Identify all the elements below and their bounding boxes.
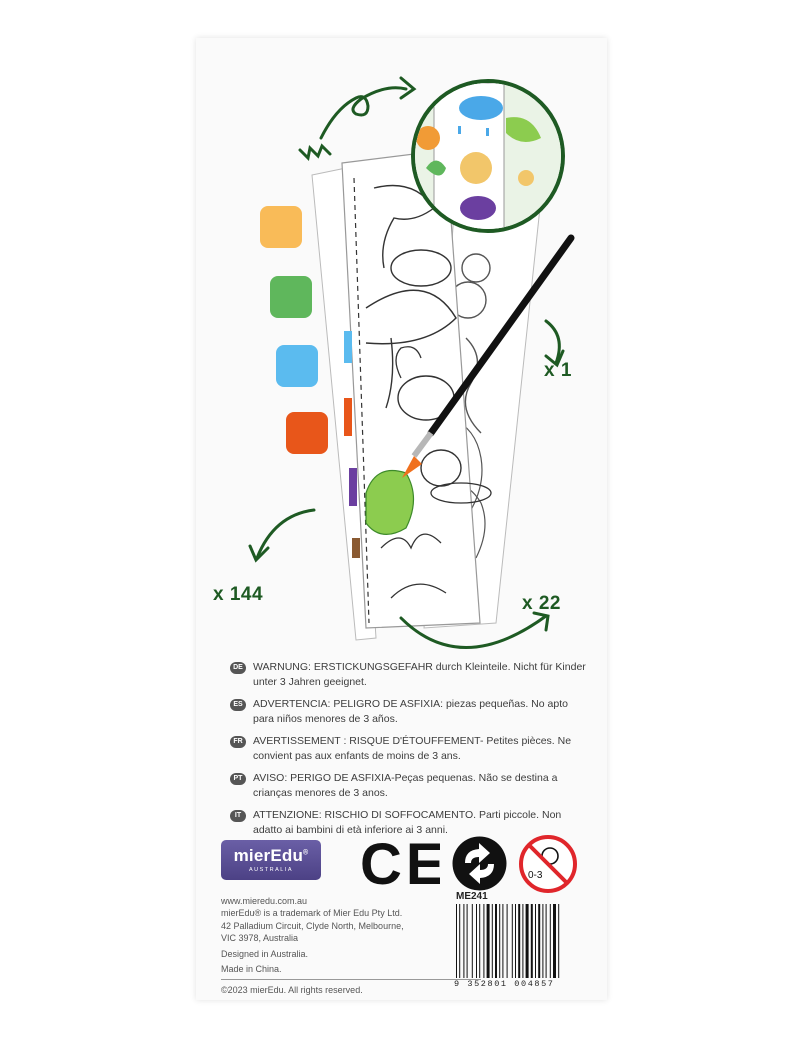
language-badge: PT xyxy=(230,773,246,785)
barcode-bar xyxy=(553,904,556,978)
paint-tab-orange xyxy=(344,398,352,436)
brush-count: x 1 xyxy=(544,360,572,381)
paint-tab-brown xyxy=(352,538,360,558)
paint-brush-icon xyxy=(402,234,575,478)
designed-text: Designed in Australia. xyxy=(221,949,309,960)
painted-leaf xyxy=(365,469,415,535)
made-in-text: Made in China. xyxy=(221,963,481,980)
address-line: 42 Palladium Circuit, Clyde North, Melbo… xyxy=(221,920,404,931)
warning-row: FR AVERTISSEMENT : RISQUE D'ÉTOUFFEMENT-… xyxy=(230,734,590,764)
warning-text: AVISO: PERIGO DE ASFIXIA-Peças pequenas.… xyxy=(253,772,558,799)
paint-swatch-green xyxy=(270,276,312,318)
barcode-bar xyxy=(538,904,541,978)
barcode-bar xyxy=(491,904,493,978)
barcode-bar xyxy=(466,904,468,978)
product-illustration xyxy=(248,76,575,649)
barcode-bar xyxy=(522,904,524,978)
barcode-bar xyxy=(511,904,513,978)
barcode-bar xyxy=(525,904,529,978)
paint-swatches xyxy=(260,206,328,454)
barcode-bar xyxy=(471,904,473,978)
barcode-bar xyxy=(515,904,516,978)
warning-row: PT AVISO: PERIGO DE ASFIXIA-Peças pequen… xyxy=(230,771,590,801)
barcode-bar xyxy=(483,904,485,978)
warning-text: ADVERTENCIA: PELIGRO DE ASFIXIA: piezas … xyxy=(253,698,568,725)
language-badge: IT xyxy=(230,810,246,822)
brand-logo: mierEdu® AUSTRALIA xyxy=(221,840,321,880)
magnified-detail-circle xyxy=(411,79,565,233)
arrow-head-icon xyxy=(248,544,270,563)
barcode-bar xyxy=(495,904,497,978)
barcode-bar xyxy=(518,904,521,978)
barcode-bar xyxy=(463,904,465,978)
package-back-card: x 1 x 144 x 22 xyxy=(196,38,607,1000)
warning-row: DE WARNUNG: ERSTICKUNGSGEFAHR durch Klei… xyxy=(230,660,590,690)
barcode-bar xyxy=(476,904,477,978)
svg-text:CE: CE xyxy=(360,836,440,890)
company-info: www.mieredu.com.au mierEdu® is a tradema… xyxy=(221,895,481,996)
warning-text: ATTENZIONE: RISCHIO DI SOFFOCAMENTO. Par… xyxy=(253,809,562,836)
logo-subtitle: AUSTRALIA xyxy=(248,867,294,873)
age-warning-icon: 0-3 xyxy=(519,835,577,893)
warning-text: AVERTISSEMENT : RISQUE D'ÉTOUFFEMENT- Pe… xyxy=(253,735,572,762)
barcode-bar xyxy=(502,904,504,978)
barcode xyxy=(456,904,560,978)
barcode-digits: 9 352801 004857 xyxy=(454,979,555,989)
paint-swatch-blue xyxy=(276,345,318,387)
paint-tab-blue xyxy=(344,331,352,363)
green-dot-icon xyxy=(452,836,507,891)
copyright-text: ©2023 mierEdu. All rights reserved. xyxy=(221,984,363,995)
barcode-bar xyxy=(530,904,533,978)
arrow-paints-icon xyxy=(255,508,316,560)
barcode-bar xyxy=(558,904,560,978)
language-badge: ES xyxy=(230,699,246,711)
arrow-head-icon xyxy=(544,349,565,368)
safety-warnings: DE WARNUNG: ERSTICKUNGSGEFAHR durch Klei… xyxy=(230,660,590,845)
arrow-head-icon xyxy=(399,76,417,100)
bookmark-strip-front xyxy=(341,149,492,629)
arrow-strips-icon xyxy=(399,614,548,649)
barcode-bar xyxy=(542,904,544,978)
logo-name: mierEdu® xyxy=(233,846,309,865)
trademark-text: mierEdu® is a trademark of Mier Edu Pty … xyxy=(221,908,403,919)
barcode-bar xyxy=(506,904,508,978)
barcode-bar xyxy=(479,904,481,978)
barcode-bar xyxy=(459,904,461,978)
strips-count: x 22 xyxy=(522,593,561,614)
tear-mark-icon xyxy=(298,143,332,162)
ce-mark-icon: CE xyxy=(360,836,440,890)
svg-text:0-3: 0-3 xyxy=(528,870,543,881)
language-badge: DE xyxy=(230,662,246,674)
barcode-bar xyxy=(549,904,551,978)
paint-swatch-orange xyxy=(286,412,328,454)
language-badge: FR xyxy=(230,736,246,748)
warning-row: IT ATTENZIONE: RISCHIO DI SOFFOCAMENTO. … xyxy=(230,808,590,838)
barcode-bar xyxy=(499,904,501,978)
arrow-to-zoom-icon xyxy=(319,86,408,140)
barcode-bar xyxy=(545,904,547,978)
product-code: ME241 xyxy=(456,891,488,902)
arrow-head-icon xyxy=(532,611,550,632)
paint-swatch-yellow xyxy=(260,206,302,248)
barcode-bar xyxy=(486,904,490,978)
warning-text: WARNUNG: ERSTICKUNGSGEFAHR durch Kleinte… xyxy=(253,661,586,688)
curved-arrows xyxy=(248,76,565,649)
barcode-bar xyxy=(456,904,457,978)
paints-count: x 144 xyxy=(213,584,264,605)
barcode-bar xyxy=(535,904,536,978)
arrow-brush-icon xyxy=(544,319,561,365)
website-text: www.mieredu.com.au xyxy=(221,896,308,906)
address-line: VIC 3978, Australia xyxy=(221,932,299,943)
paint-tab-purple xyxy=(349,468,357,506)
warning-row: ES ADVERTENCIA: PELIGRO DE ASFIXIA: piez… xyxy=(230,697,590,727)
